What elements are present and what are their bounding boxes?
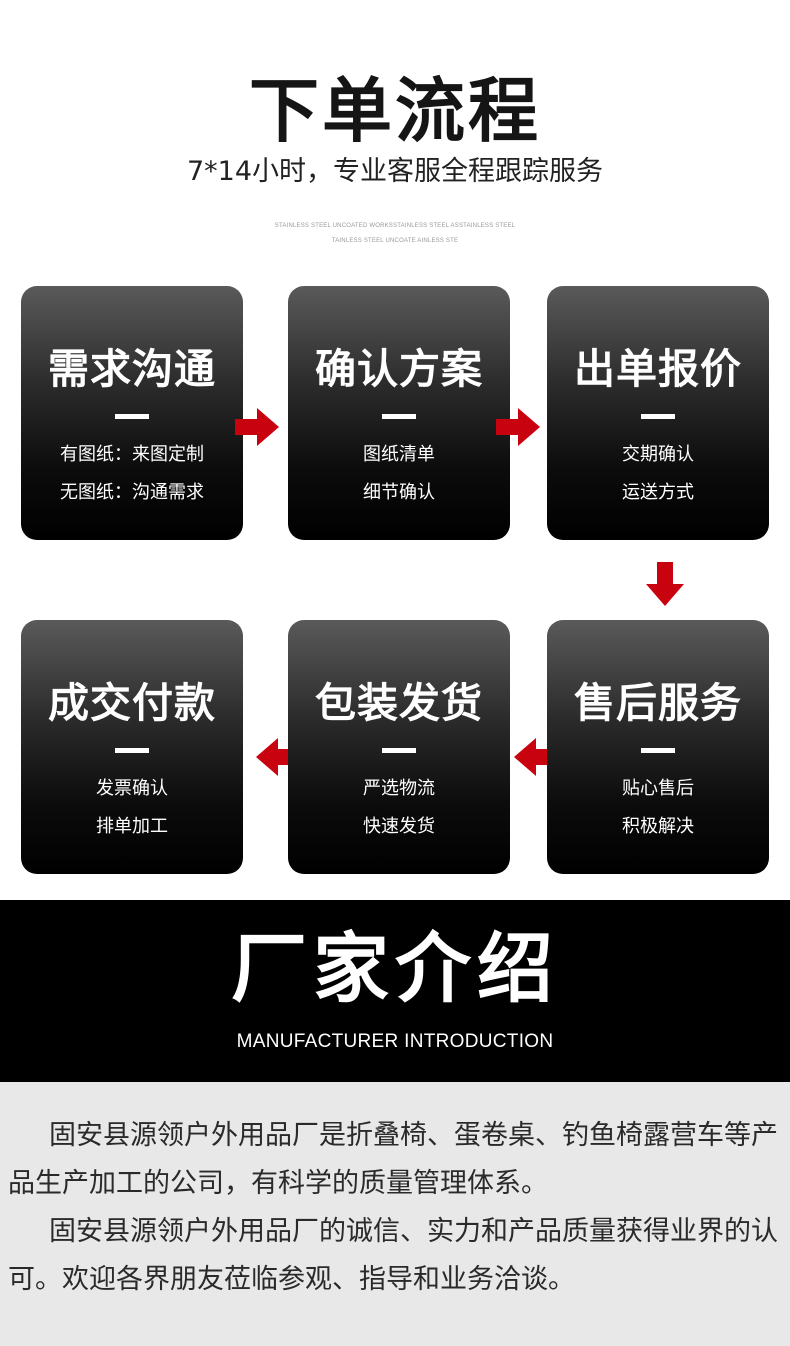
step-divider (382, 748, 416, 753)
step-detail: 排单加工 (96, 816, 168, 837)
manufacturer-banner: 厂家介绍 MANUFACTURER INTRODUCTION (0, 900, 790, 1082)
company-intro: 固安县源领户外用品厂是折叠椅、蛋卷桌、钓鱼椅露营车等产品生产加工的公司，有科学的… (0, 1082, 790, 1346)
step-card-quotation: 出单报价 交期确认 运送方式 (547, 286, 769, 540)
step-detail: 交期确认 (622, 444, 694, 465)
step-divider (115, 414, 149, 419)
step-card-after-sales: 售后服务 贴心售后 积极解决 (547, 620, 769, 874)
step-detail: 无图纸：沟通需求 (60, 482, 204, 503)
step-card-shipping: 包装发货 严选物流 快速发货 (288, 620, 510, 874)
step-card-requirements: 需求沟通 有图纸：来图定制 无图纸：沟通需求 (21, 286, 243, 540)
step-detail: 贴心售后 (622, 778, 694, 799)
step-detail: 运送方式 (622, 482, 694, 503)
fine-print-line-1: STAINLESS STEEL UNCOATED WORKSSTAINLESS … (274, 223, 516, 229)
manufacturer-subtitle: MANUFACTURER INTRODUCTION (236, 1031, 554, 1052)
step-detail: 积极解决 (622, 816, 694, 837)
fine-print-line-2: TAINLESS STEEL UNCOATE AINLESS STE (331, 238, 459, 244)
step-detail: 图纸清单 (363, 444, 435, 465)
step-title: 成交付款 (48, 679, 216, 727)
step-card-confirm-plan: 确认方案 图纸清单 细节确认 (288, 286, 510, 540)
step-detail: 严选物流 (363, 778, 435, 799)
step-detail: 快速发货 (363, 816, 435, 837)
step-title: 需求沟通 (48, 345, 216, 393)
step-title: 售后服务 (574, 679, 742, 727)
step-divider (382, 414, 416, 419)
step-divider (115, 748, 149, 753)
step-detail: 有图纸：来图定制 (60, 444, 204, 465)
step-detail: 发票确认 (96, 778, 168, 799)
step-divider (641, 748, 675, 753)
arrow-down-icon (646, 562, 684, 606)
page-subtitle: 7*14小时，专业客服全程跟踪服务 (186, 156, 604, 187)
step-title: 包装发货 (315, 679, 483, 727)
manufacturer-title: 厂家介绍 (231, 924, 559, 1013)
arrow-left-icon (256, 738, 300, 776)
arrow-right-icon (235, 408, 279, 446)
step-title: 出单报价 (574, 345, 742, 393)
step-divider (641, 414, 675, 419)
intro-paragraph: 固安县源领户外用品厂的诚信、实力和产品质量获得业界的认可。欢迎各界朋友莅临参观、… (8, 1216, 778, 1295)
step-title: 确认方案 (315, 345, 483, 393)
step-card-payment: 成交付款 发票确认 排单加工 (21, 620, 243, 874)
arrow-right-icon (496, 408, 540, 446)
arrow-left-icon (514, 738, 558, 776)
step-detail: 细节确认 (363, 482, 435, 503)
page-title: 下单流程 (249, 70, 541, 152)
intro-paragraph: 固安县源领户外用品厂是折叠椅、蛋卷桌、钓鱼椅露营车等产品生产加工的公司，有科学的… (8, 1120, 778, 1199)
